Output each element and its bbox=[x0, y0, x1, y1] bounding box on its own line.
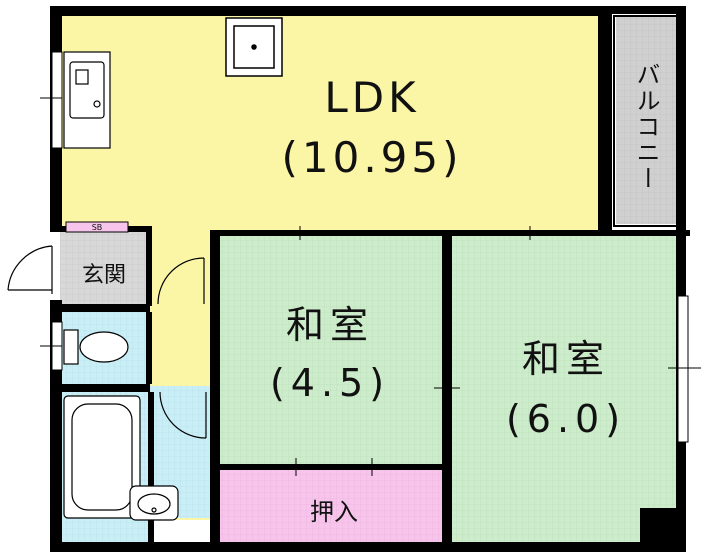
washitsu-small-area: (4.5) bbox=[270, 361, 390, 405]
washitsu-large-floor bbox=[450, 234, 686, 544]
interior-doors bbox=[157, 257, 207, 439]
washitsu-large-area: (6.0) bbox=[506, 397, 626, 441]
genkan-name: 玄関 bbox=[82, 263, 126, 288]
balcony-name: バルコニー bbox=[632, 62, 660, 192]
ldk-floor bbox=[60, 12, 606, 234]
shoebox-label: SB bbox=[92, 223, 103, 232]
toilet bbox=[63, 329, 129, 365]
balcony-floor bbox=[616, 16, 678, 224]
wash-basin bbox=[129, 485, 179, 521]
washitsu-large-name: 和室 bbox=[522, 337, 610, 381]
entrance-door bbox=[7, 245, 53, 294]
kitchen-sink bbox=[63, 51, 111, 149]
oshiire-floor bbox=[216, 470, 442, 544]
bathtub bbox=[63, 395, 141, 519]
ldk-area: (10.95) bbox=[281, 133, 462, 182]
balcony-outline bbox=[613, 15, 679, 227]
ldk-name: LDK bbox=[324, 73, 419, 122]
appliance-box bbox=[225, 17, 283, 77]
shoebox-strip bbox=[65, 221, 129, 233]
washitsu-small-name: 和室 bbox=[286, 303, 374, 347]
genkan-floor bbox=[60, 232, 148, 304]
oshiire-name: 押入 bbox=[310, 498, 358, 526]
washitsu-small-floor bbox=[216, 234, 442, 466]
sliding-marks bbox=[295, 226, 531, 476]
